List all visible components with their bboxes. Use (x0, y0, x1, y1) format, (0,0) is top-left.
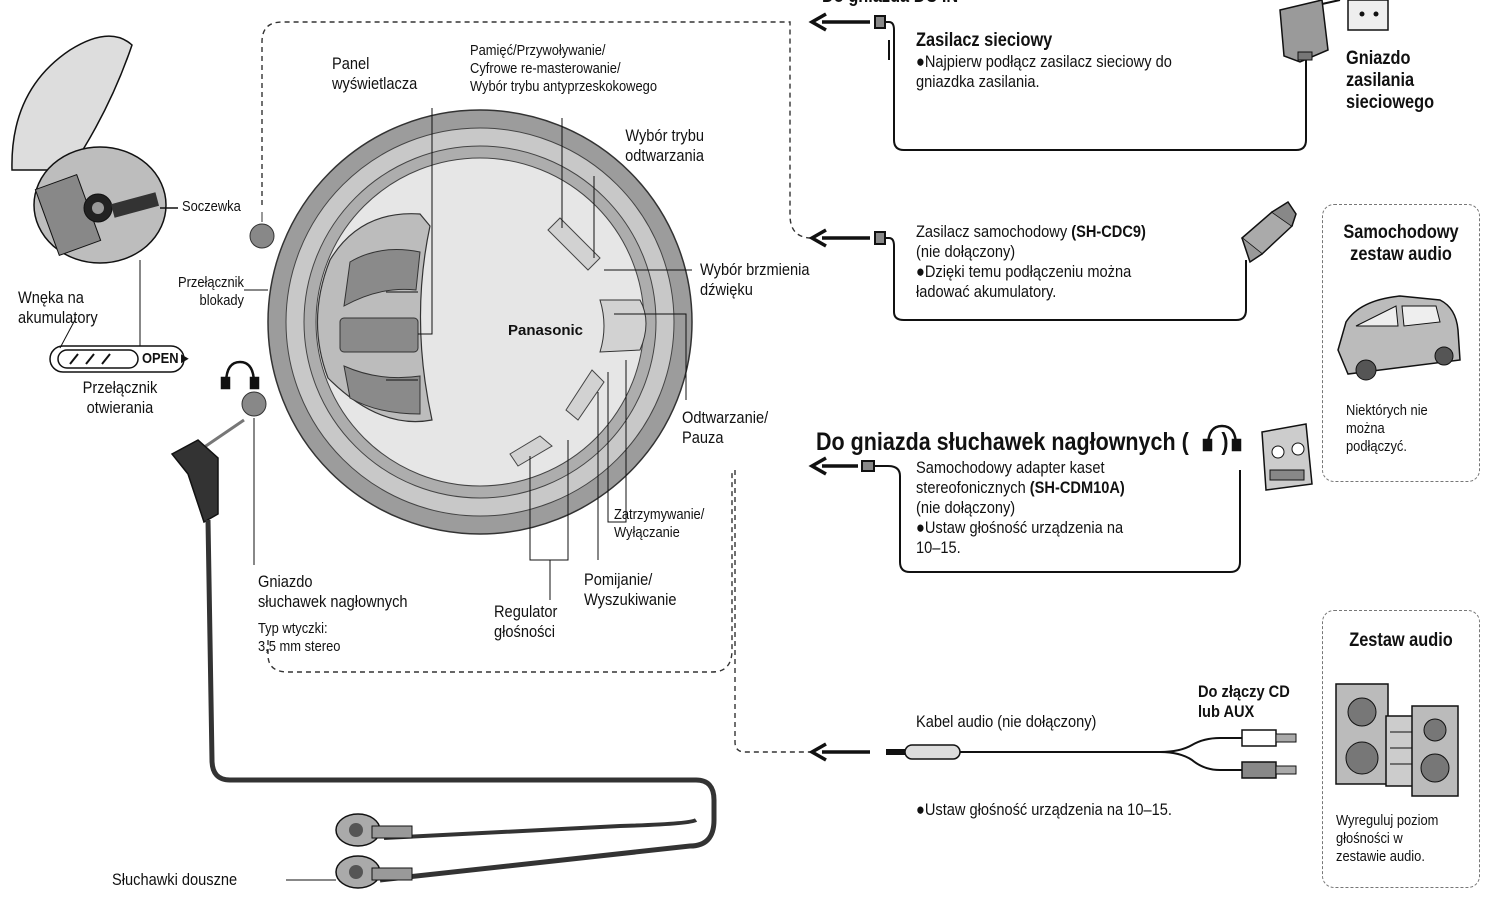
car-audio-box (1322, 204, 1480, 482)
headphone-cord (170, 418, 717, 889)
car-adaptor-name: Zasilacz samochodowy (916, 222, 1072, 241)
phones-heading: Do gniazda słuchawek nagłownych () (816, 428, 1229, 456)
memory-modes-label: Pamięć/Przywoływanie/ Cyfrowe re-mastero… (470, 42, 658, 95)
cassette-adaptor-illustration (1261, 423, 1313, 491)
ac-adaptor-note: ●Najpierw podłącz zasilacz sieciowy do g… (916, 52, 1172, 91)
lens-dot (249, 223, 275, 249)
car-adaptor-illustration (1240, 200, 1297, 264)
car-adaptor-model: (SH-CDC9) (1071, 222, 1146, 241)
skip-search-label: Pomijanie/ Wyszukiwanie (584, 570, 677, 609)
cassette-name: Samochodowy adapter kaset stereofoniczny… (916, 458, 1105, 497)
headphone-jack-dot (241, 391, 267, 417)
stop-off-label: Zatrzymywanie/ Wyłączanie (614, 506, 705, 541)
phones-heading-text: Do gniazda słuchawek nagłownych ( (816, 428, 1189, 456)
heading-headphone-icon (1202, 424, 1242, 452)
display-panel-label: Panel wyświetlacza (332, 54, 418, 93)
car-audio-title: Samochodowy zestaw audio (1343, 222, 1459, 265)
volume-label: Regulator głośności (494, 602, 558, 641)
cd-aux-label: Do złączy CD lub AUX (1198, 682, 1290, 721)
brand-logo: Panasonic (508, 322, 584, 339)
arrow-audio-cable-head (808, 742, 827, 762)
car-adaptor-label: Zasilacz samochodowy (SH-CDC9) (nie dołą… (916, 222, 1146, 302)
earphones-label: Słuchawki douszne (112, 870, 238, 889)
open-switch-illustration (49, 345, 185, 373)
arrow-dc-in-head (808, 12, 827, 32)
phones-heading-end: ) (1221, 428, 1229, 456)
battery-label: Wnęka na akumulatory (18, 288, 98, 327)
plug-type-label: Typ wtyczki: 3,5 mm stereo (258, 620, 341, 655)
headphone-jack-label: Gniazdo słuchawek nagłownych (258, 572, 408, 611)
open-switch-label: Przełącznik otwierania (82, 378, 158, 417)
car-audio-note: Niektórych nie można podłączyć. (1346, 402, 1428, 455)
play-mode-label: Wybór trybu odtwarzania (625, 126, 704, 165)
car-illustration (1337, 295, 1461, 381)
open-player-illustration (11, 35, 178, 264)
ac-adaptor-illustration (1279, 0, 1389, 63)
dc-in-heading: Do gniazda DC IN (822, 0, 958, 8)
car-adaptor-details: (nie dołączony) ●Dzięki temu podłączeniu… (916, 242, 1132, 301)
player-leader-lines (244, 108, 692, 600)
play-pause-label: Odtwarzanie/ Pauza (682, 408, 769, 447)
audio-system-title: Zestaw audio (1349, 630, 1453, 651)
arrow-car-adaptor-head (808, 228, 827, 248)
ac-adaptor-cable (874, 15, 1307, 151)
audio-system-illustration (1335, 683, 1459, 797)
cassette-cable (861, 460, 1241, 573)
car-adaptor-cable (874, 231, 1247, 321)
headphone-icon (220, 360, 260, 390)
outlet-label: Gniazdo zasilania sieciowego (1346, 48, 1435, 113)
cassette-model: (SH-CDM10A) (1029, 478, 1125, 497)
audio-cable-label: Kabel audio (nie dołączony) (916, 712, 1097, 731)
sound-label: Wybór brzmienia dźwięku (700, 260, 810, 299)
ac-adaptor-title: Zasilacz sieciowy (916, 30, 1053, 51)
audio-cable-illustration (886, 729, 1297, 779)
cassette-adaptor-label: Samochodowy adapter kaset stereofoniczny… (916, 458, 1125, 558)
arrow-cassette-head (808, 456, 827, 476)
open-switch-text: OPEN► (142, 350, 192, 367)
hold-label: Przełącznik blokady (178, 274, 244, 309)
dashed-connection-lines (261, 21, 813, 753)
lens-label: Soczewka (182, 198, 241, 215)
audio-system-note: Wyreguluj poziom głośności w zestawie au… (1336, 812, 1439, 865)
audio-system-box (1322, 610, 1480, 888)
connection-arrows (808, 12, 870, 762)
cassette-details: (nie dołączony) ●Ustaw głośność urządzen… (916, 498, 1124, 557)
volume-note: ●Ustaw głośność urządzenia na 10–15. (916, 800, 1172, 819)
leader-battery (59, 317, 77, 349)
player-body (267, 109, 693, 535)
